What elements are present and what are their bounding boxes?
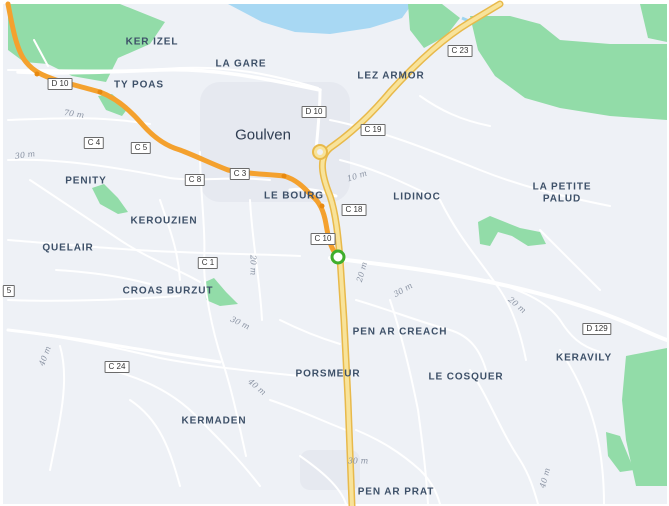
road-shield: C 19 (360, 124, 386, 136)
road-shield: C 18 (341, 204, 367, 216)
forest-area (478, 216, 546, 246)
place-label: KERMADEN (181, 415, 247, 427)
road-shield: C 23 (447, 45, 473, 57)
route-waypoint (97, 89, 103, 95)
water-bay (228, 4, 412, 34)
place-label: CROAS BURZUT (122, 285, 214, 297)
forest-area (205, 278, 238, 306)
place-label: LE BOURG (264, 190, 324, 202)
place-label: PALUD (542, 193, 582, 205)
road-shield: D 129 (582, 323, 612, 335)
main-roads (6, 68, 669, 364)
road-shield: C 1 (197, 257, 219, 269)
forest-area (606, 432, 634, 472)
place-label: QUELAIR (42, 242, 94, 254)
road-shield: C 4 (83, 137, 105, 149)
road-shield: 5 (2, 285, 16, 297)
place-label: LEZ ARMOR (357, 70, 425, 82)
place-label: LA GARE (215, 58, 267, 70)
road-shield: C 10 (310, 233, 336, 245)
forest-area (470, 16, 667, 120)
place-label: KERAVILY (555, 352, 613, 364)
place-label: PEN AR CREACH (352, 326, 448, 338)
place-label: PENITY (65, 175, 107, 187)
road-shield: D 10 (47, 78, 73, 90)
destination-marker[interactable] (330, 249, 346, 265)
built-area (300, 450, 360, 490)
forest-area (408, 4, 460, 48)
road-shield: D 10 (301, 106, 327, 118)
route-waypoint (34, 71, 40, 77)
forest-area (98, 94, 128, 116)
road-shield: C 24 (104, 361, 130, 373)
route-waypoint (281, 173, 287, 179)
town-label: Goulven (235, 126, 291, 144)
place-label: LIDINOC (393, 191, 441, 203)
minor-roads (7, 39, 611, 505)
place-label: LE COSQUER (428, 371, 504, 383)
forest-area (92, 184, 128, 214)
route-waypoint (319, 203, 325, 209)
place-label: TY POAS (113, 79, 165, 91)
place-label: PORSMEUR (295, 368, 361, 380)
road-shield: C 5 (130, 142, 152, 154)
place-label: KEROUZIEN (130, 215, 198, 227)
road-shield: C 3 (229, 168, 251, 180)
place-label: KER IZEL (125, 36, 179, 48)
forest-area (622, 348, 667, 486)
primary-road-d10 (312, 0, 504, 506)
place-label: PEN AR PRAT (357, 486, 435, 498)
place-label: LA PETITE (532, 181, 592, 193)
contour-label: 20 m (248, 254, 258, 276)
road-shield: C 8 (184, 174, 206, 186)
contour-label: 30 m (347, 456, 369, 466)
forest-area (640, 4, 667, 42)
route-line (5, 1, 341, 260)
